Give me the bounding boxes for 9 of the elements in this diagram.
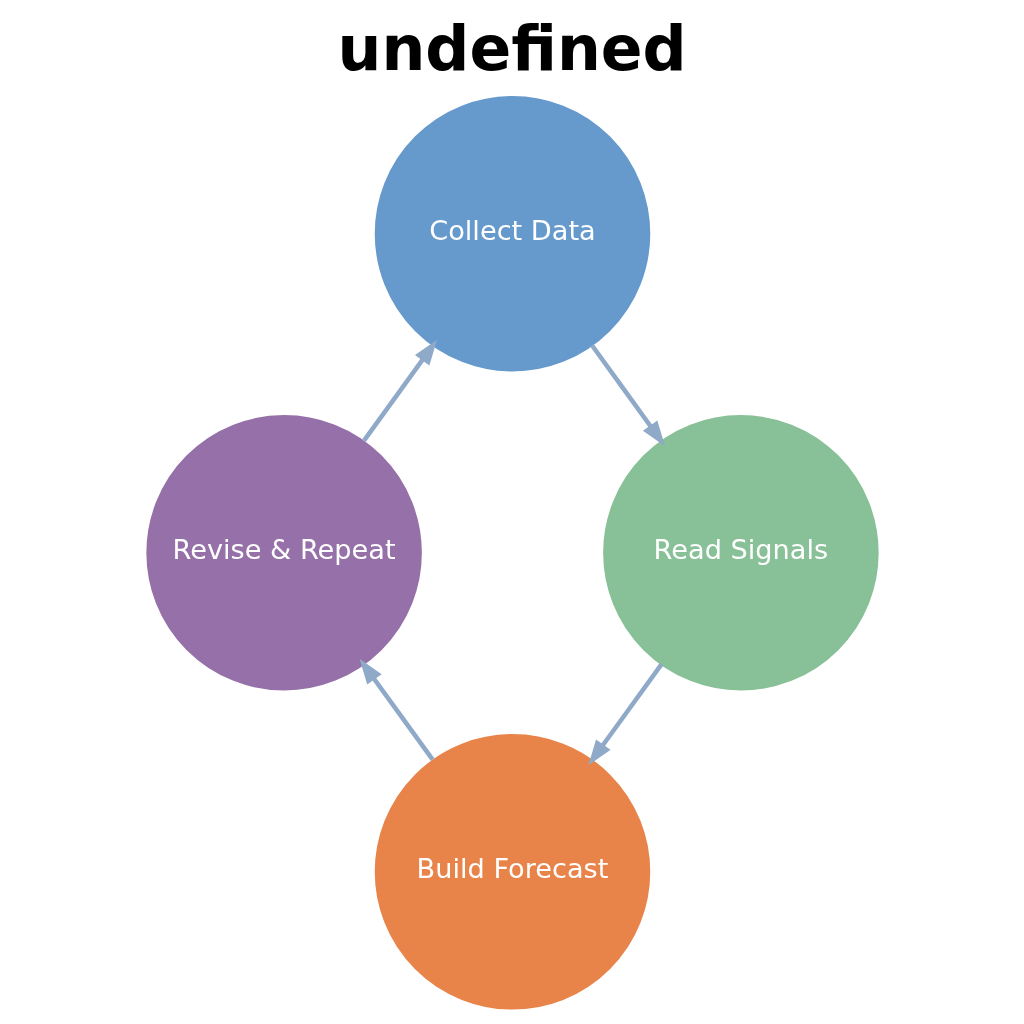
node-circle: Revise & Repeat: [145, 415, 422, 691]
arrow: [589, 343, 665, 447]
node-circle: Collect Data: [374, 96, 650, 372]
diagram-title: undefined: [337, 13, 687, 86]
arrow: [587, 663, 663, 766]
arrow: [361, 339, 437, 442]
node-circle: Build Forecast: [374, 734, 650, 1010]
arrow: [359, 658, 434, 761]
node-circle: Read Signals: [602, 415, 879, 691]
